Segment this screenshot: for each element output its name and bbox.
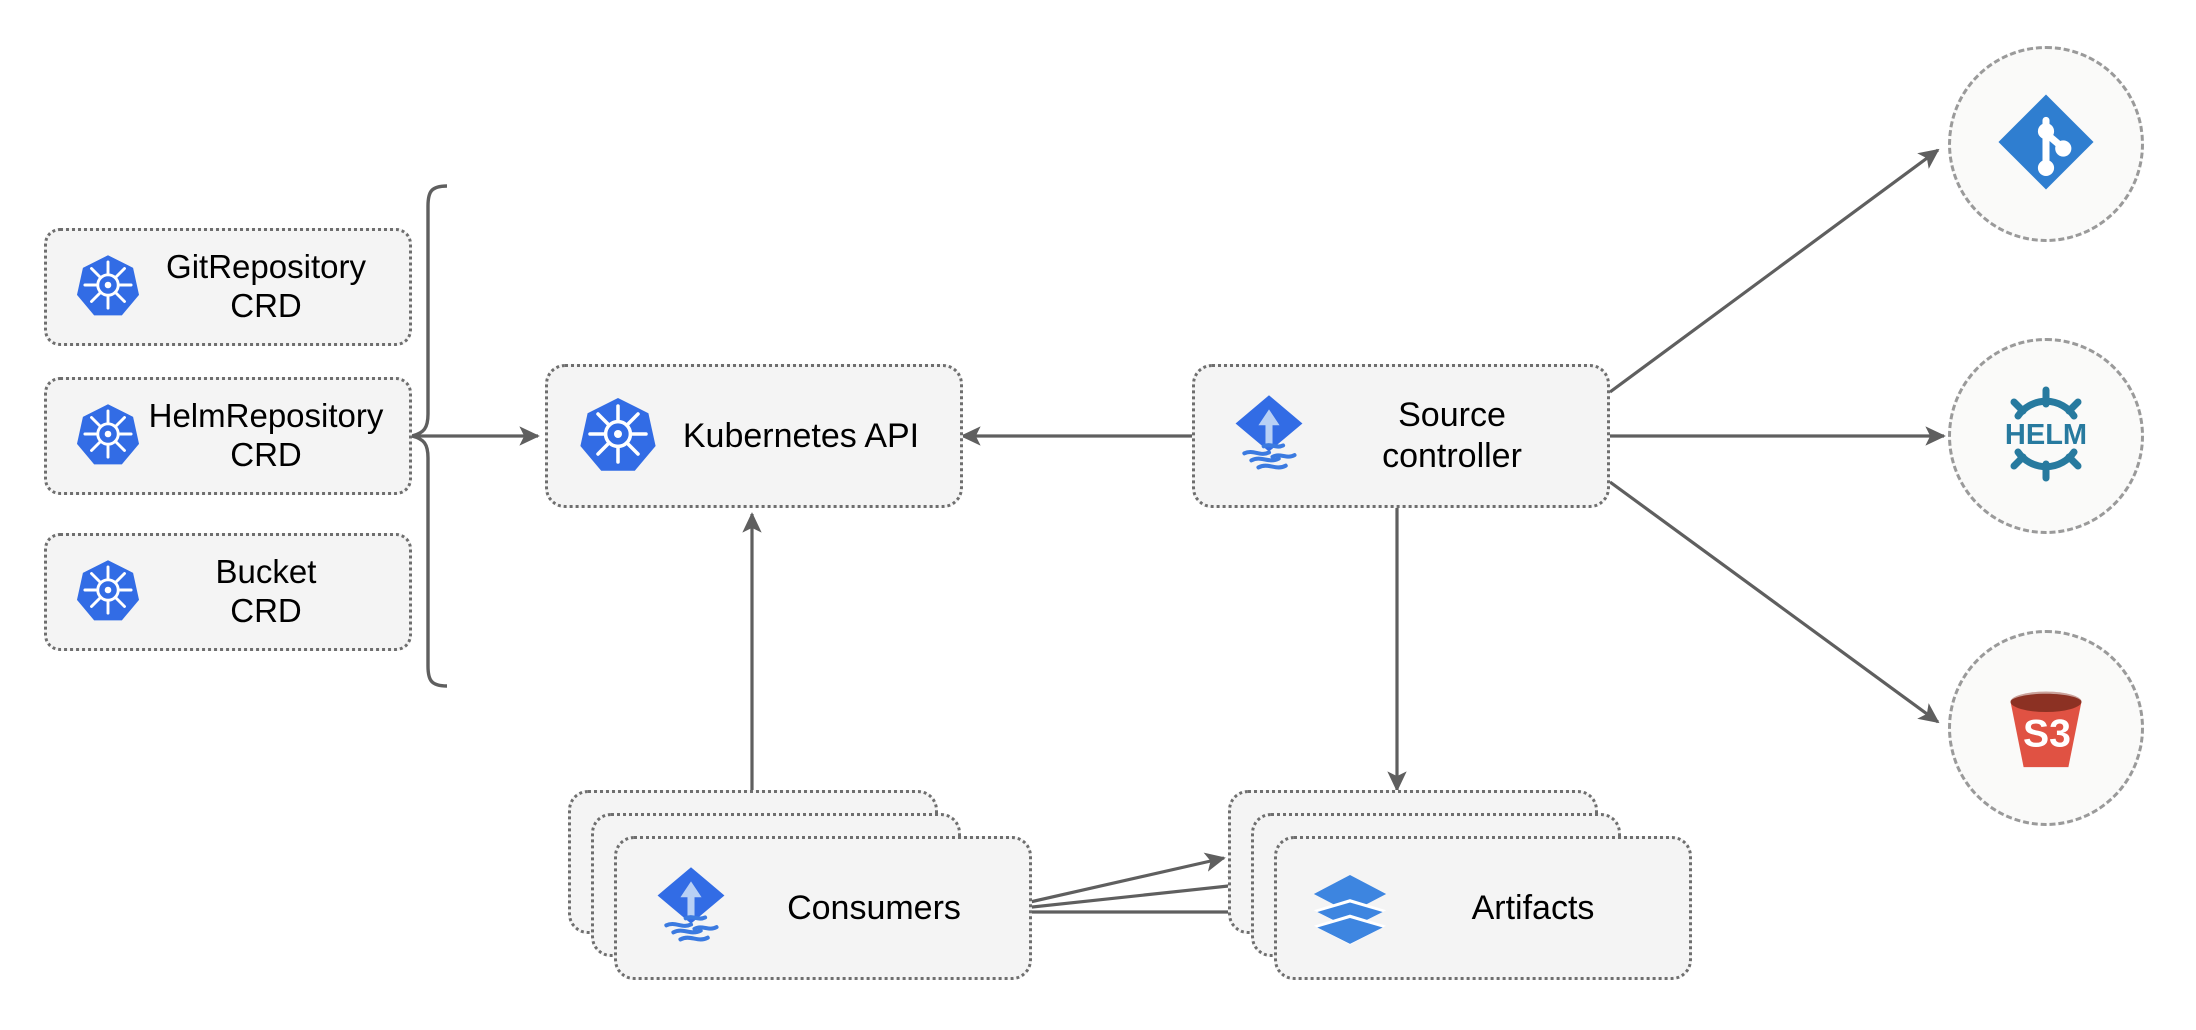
node-kubernetes-api[interactable]: Kubernetes API: [545, 364, 963, 508]
artifacts-card-front[interactable]: Artifacts: [1274, 836, 1692, 980]
s3-bucket-icon: S3: [1990, 670, 2102, 787]
node-label-kubernetes-api: Kubernetes API: [682, 416, 920, 455]
source-circle-helm[interactable]: HELM: [1948, 338, 2144, 534]
node-consumers[interactable]: Consumers: [568, 790, 1032, 980]
node-source-controller[interactable]: Source controller: [1192, 364, 1610, 508]
node-label-artifacts: Artifacts: [1471, 888, 1595, 927]
kubernetes-icon: [578, 394, 658, 479]
helm-wordmark: HELM: [2005, 419, 2087, 451]
crd-label-gitrepository: GitRepository CRD: [166, 248, 366, 324]
consumers-card-front[interactable]: Consumers: [614, 836, 1032, 980]
crd-box-bucket[interactable]: Bucket CRD: [44, 533, 412, 651]
node-label-consumers: Consumers: [787, 888, 961, 927]
s3-wordmark: S3: [2023, 712, 2071, 755]
crd-label-bucket: Bucket CRD: [215, 553, 317, 629]
flux-icon: [1225, 390, 1313, 483]
crd-group-brace: [411, 184, 448, 688]
git-icon: [1992, 88, 2100, 201]
kubernetes-icon: [75, 557, 141, 628]
crd-box-helmrepository[interactable]: HelmRepository CRD: [44, 377, 412, 495]
node-artifacts[interactable]: Artifacts: [1228, 790, 1692, 980]
edge-source-controller-to-git: [1609, 148, 1940, 394]
kubernetes-icon: [75, 252, 141, 323]
kubernetes-icon: [75, 401, 141, 472]
layers-icon: [1307, 863, 1393, 954]
flux-icon: [647, 862, 735, 955]
source-circle-git[interactable]: [1948, 46, 2144, 242]
node-label-source-controller: Source controller: [1382, 396, 1522, 475]
source-circle-s3[interactable]: S3: [1948, 630, 2144, 826]
crd-label-helmrepository: HelmRepository CRD: [148, 397, 384, 473]
edge-source-controller-to-s3: [1609, 480, 1940, 724]
crd-box-gitrepository[interactable]: GitRepository CRD: [44, 228, 412, 346]
helm-icon: HELM: [1986, 374, 2106, 499]
